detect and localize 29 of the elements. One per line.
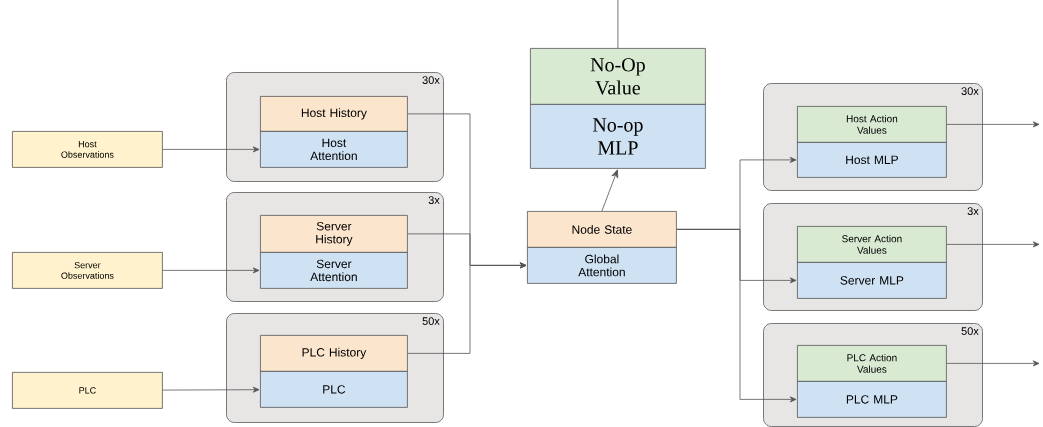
input-box: Host Observations xyxy=(12,131,163,168)
input-box: Server Observations xyxy=(12,252,163,289)
history-box: Server History xyxy=(260,215,408,253)
connector xyxy=(617,0,619,49)
value-box: Server Action Values xyxy=(797,226,947,263)
mlp-box: Server MLP xyxy=(797,262,947,299)
attention-box: Global Attention xyxy=(527,247,677,284)
attention-box: Server Attention xyxy=(260,252,408,289)
arrow xyxy=(162,267,260,274)
arrow xyxy=(601,169,619,212)
history-box: Host History xyxy=(260,96,408,132)
input-box: PLC xyxy=(12,372,163,409)
arrow xyxy=(407,262,527,354)
state-box: Node State xyxy=(527,211,677,248)
arrow xyxy=(162,146,260,153)
attention-box: Host Attention xyxy=(260,131,408,168)
value-box: Host Action Values xyxy=(797,106,947,143)
attention-box: PLC xyxy=(260,371,408,408)
arrow xyxy=(946,121,1040,128)
value-box: No-Op Value xyxy=(530,48,706,105)
mlp-box: PLC MLP xyxy=(797,381,947,418)
arrow xyxy=(676,229,797,403)
arrow xyxy=(162,386,260,393)
value-box: PLC Action Values xyxy=(797,345,947,382)
arrow xyxy=(946,360,1040,367)
arrow xyxy=(946,241,1040,248)
history-box: PLC History xyxy=(260,335,408,372)
mlp-box: No-op MLP xyxy=(530,104,706,169)
mlp-box: Host MLP xyxy=(797,142,947,178)
